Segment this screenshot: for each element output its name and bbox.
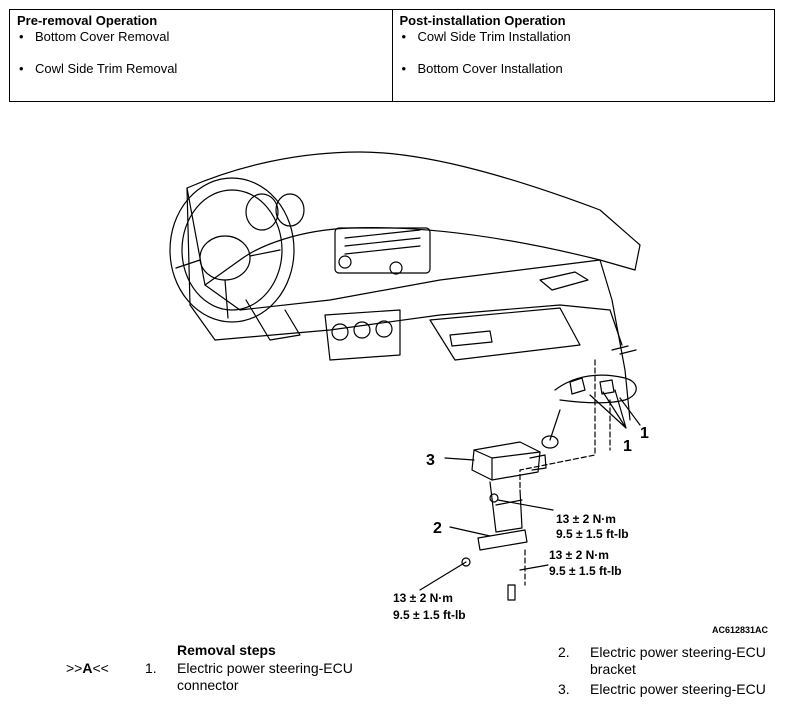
- callout-number: 3: [426, 452, 435, 469]
- bolt-lower: [507, 584, 516, 601]
- leader-line: [497, 499, 554, 511]
- steering-wheel-inner: [181, 189, 283, 311]
- glovebox-handle: [449, 330, 493, 347]
- steering-spoke: [175, 249, 281, 319]
- center-knob: [389, 261, 403, 275]
- torque-spec-nm: 13 ± 2 N·m: [556, 512, 616, 526]
- removal-steps: Removal steps >>A<< 1. Electric power st…: [0, 640, 790, 706]
- connector-cluster: [569, 377, 615, 395]
- console-lower: [324, 309, 401, 361]
- post-installation-item: Bottom Cover Installation: [400, 61, 768, 77]
- gauge-right: [275, 193, 305, 227]
- wiring-harness: [549, 409, 561, 441]
- control-dial: [353, 321, 371, 339]
- center-stack: [334, 227, 431, 274]
- figure-id: AC612831AC: [712, 625, 769, 635]
- pre-removal-heading: Pre-removal Operation: [17, 13, 158, 28]
- control-dial: [331, 323, 349, 341]
- reference-mark-letter: A: [82, 660, 93, 676]
- torque-spec-nm: 13 ± 2 N·m: [393, 591, 453, 605]
- wiring-harness: [554, 374, 637, 404]
- glovebox: [429, 307, 581, 361]
- step-number: 1.: [145, 660, 157, 676]
- torque-spec-ftlb: 9.5 ± 1.5 ft-lb: [556, 527, 629, 541]
- step-number: 3.: [558, 681, 570, 697]
- diagram-drawing: 1 1 2 3 13 ± 2 N·m 9.5 ± 1.5 ft-lb 13 ± …: [169, 151, 769, 635]
- gauge-left: [245, 193, 279, 231]
- routing-line: [519, 359, 596, 491]
- callout-number: 1: [623, 438, 632, 455]
- dashboard-upper-panel: [204, 259, 601, 311]
- torque-spec-nm: 13 ± 2 N·m: [549, 548, 609, 562]
- passenger-vent: [539, 271, 589, 291]
- leader-line: [419, 561, 467, 591]
- reference-mark-prefix: >>: [66, 660, 83, 676]
- post-installation-heading: Post-installation Operation: [399, 13, 566, 28]
- pre-removal-item: Cowl Side Trim Removal: [17, 61, 385, 77]
- bolt-small: [611, 345, 637, 355]
- post-installation-column: Post-installation Operation Cowl Side Tr…: [391, 10, 775, 101]
- grommet: [541, 435, 559, 449]
- ecu-connector: [529, 454, 547, 471]
- dashboard-exploded-diagram: 1 1 2 3 13 ± 2 N·m 9.5 ± 1.5 ft-lb 13 ± …: [0, 110, 790, 640]
- reference-mark-suffix: <<: [92, 660, 109, 676]
- center-knob: [338, 255, 352, 269]
- ecu-box-top: [473, 449, 541, 481]
- center-vent: [344, 229, 421, 255]
- leader-line: [444, 457, 475, 461]
- step-text: Electric power steering-ECU: [590, 681, 766, 697]
- bracket: [489, 481, 523, 533]
- step-number: 2.: [558, 644, 570, 660]
- reference-mark: >>A<<: [66, 660, 109, 676]
- torque-spec-ftlb: 9.5 ± 1.5 ft-lb: [393, 608, 466, 622]
- dashboard-edge: [186, 187, 191, 306]
- step-text: Electric power steering-ECU bracket: [590, 644, 766, 677]
- step-text: Electric power steering-ECU connector: [177, 660, 353, 693]
- pre-removal-column: Pre-removal Operation Bottom Cover Remov…: [10, 10, 392, 101]
- leader-line: [519, 564, 549, 571]
- bolt: [461, 557, 471, 567]
- operations-table: Pre-removal Operation Bottom Cover Remov…: [9, 9, 775, 102]
- post-installation-list: Cowl Side Trim Installation Bottom Cover…: [400, 29, 768, 77]
- pre-removal-list: Bottom Cover Removal Cowl Side Trim Remo…: [17, 29, 385, 77]
- torque-spec-ftlb: 9.5 ± 1.5 ft-lb: [549, 564, 622, 578]
- pre-removal-item: Bottom Cover Removal: [17, 29, 385, 45]
- leader-line: [589, 389, 627, 429]
- leader-line: [449, 526, 491, 537]
- callout-number: 1: [640, 425, 649, 442]
- bolt: [489, 493, 499, 503]
- bracket-lower: [477, 529, 528, 551]
- leader-line: [619, 397, 641, 426]
- post-installation-item: Cowl Side Trim Installation: [400, 29, 768, 45]
- dashboard-lower-panel: [189, 304, 623, 346]
- removal-steps-title: Removal steps: [177, 642, 276, 658]
- steering-column: [245, 299, 301, 341]
- kick-panel: [599, 259, 631, 421]
- dashboard-outline: [186, 151, 641, 286]
- control-dial: [375, 320, 393, 338]
- ecu-box: [471, 441, 541, 481]
- steering-wheel: [169, 177, 295, 323]
- callout-number: 2: [433, 520, 442, 537]
